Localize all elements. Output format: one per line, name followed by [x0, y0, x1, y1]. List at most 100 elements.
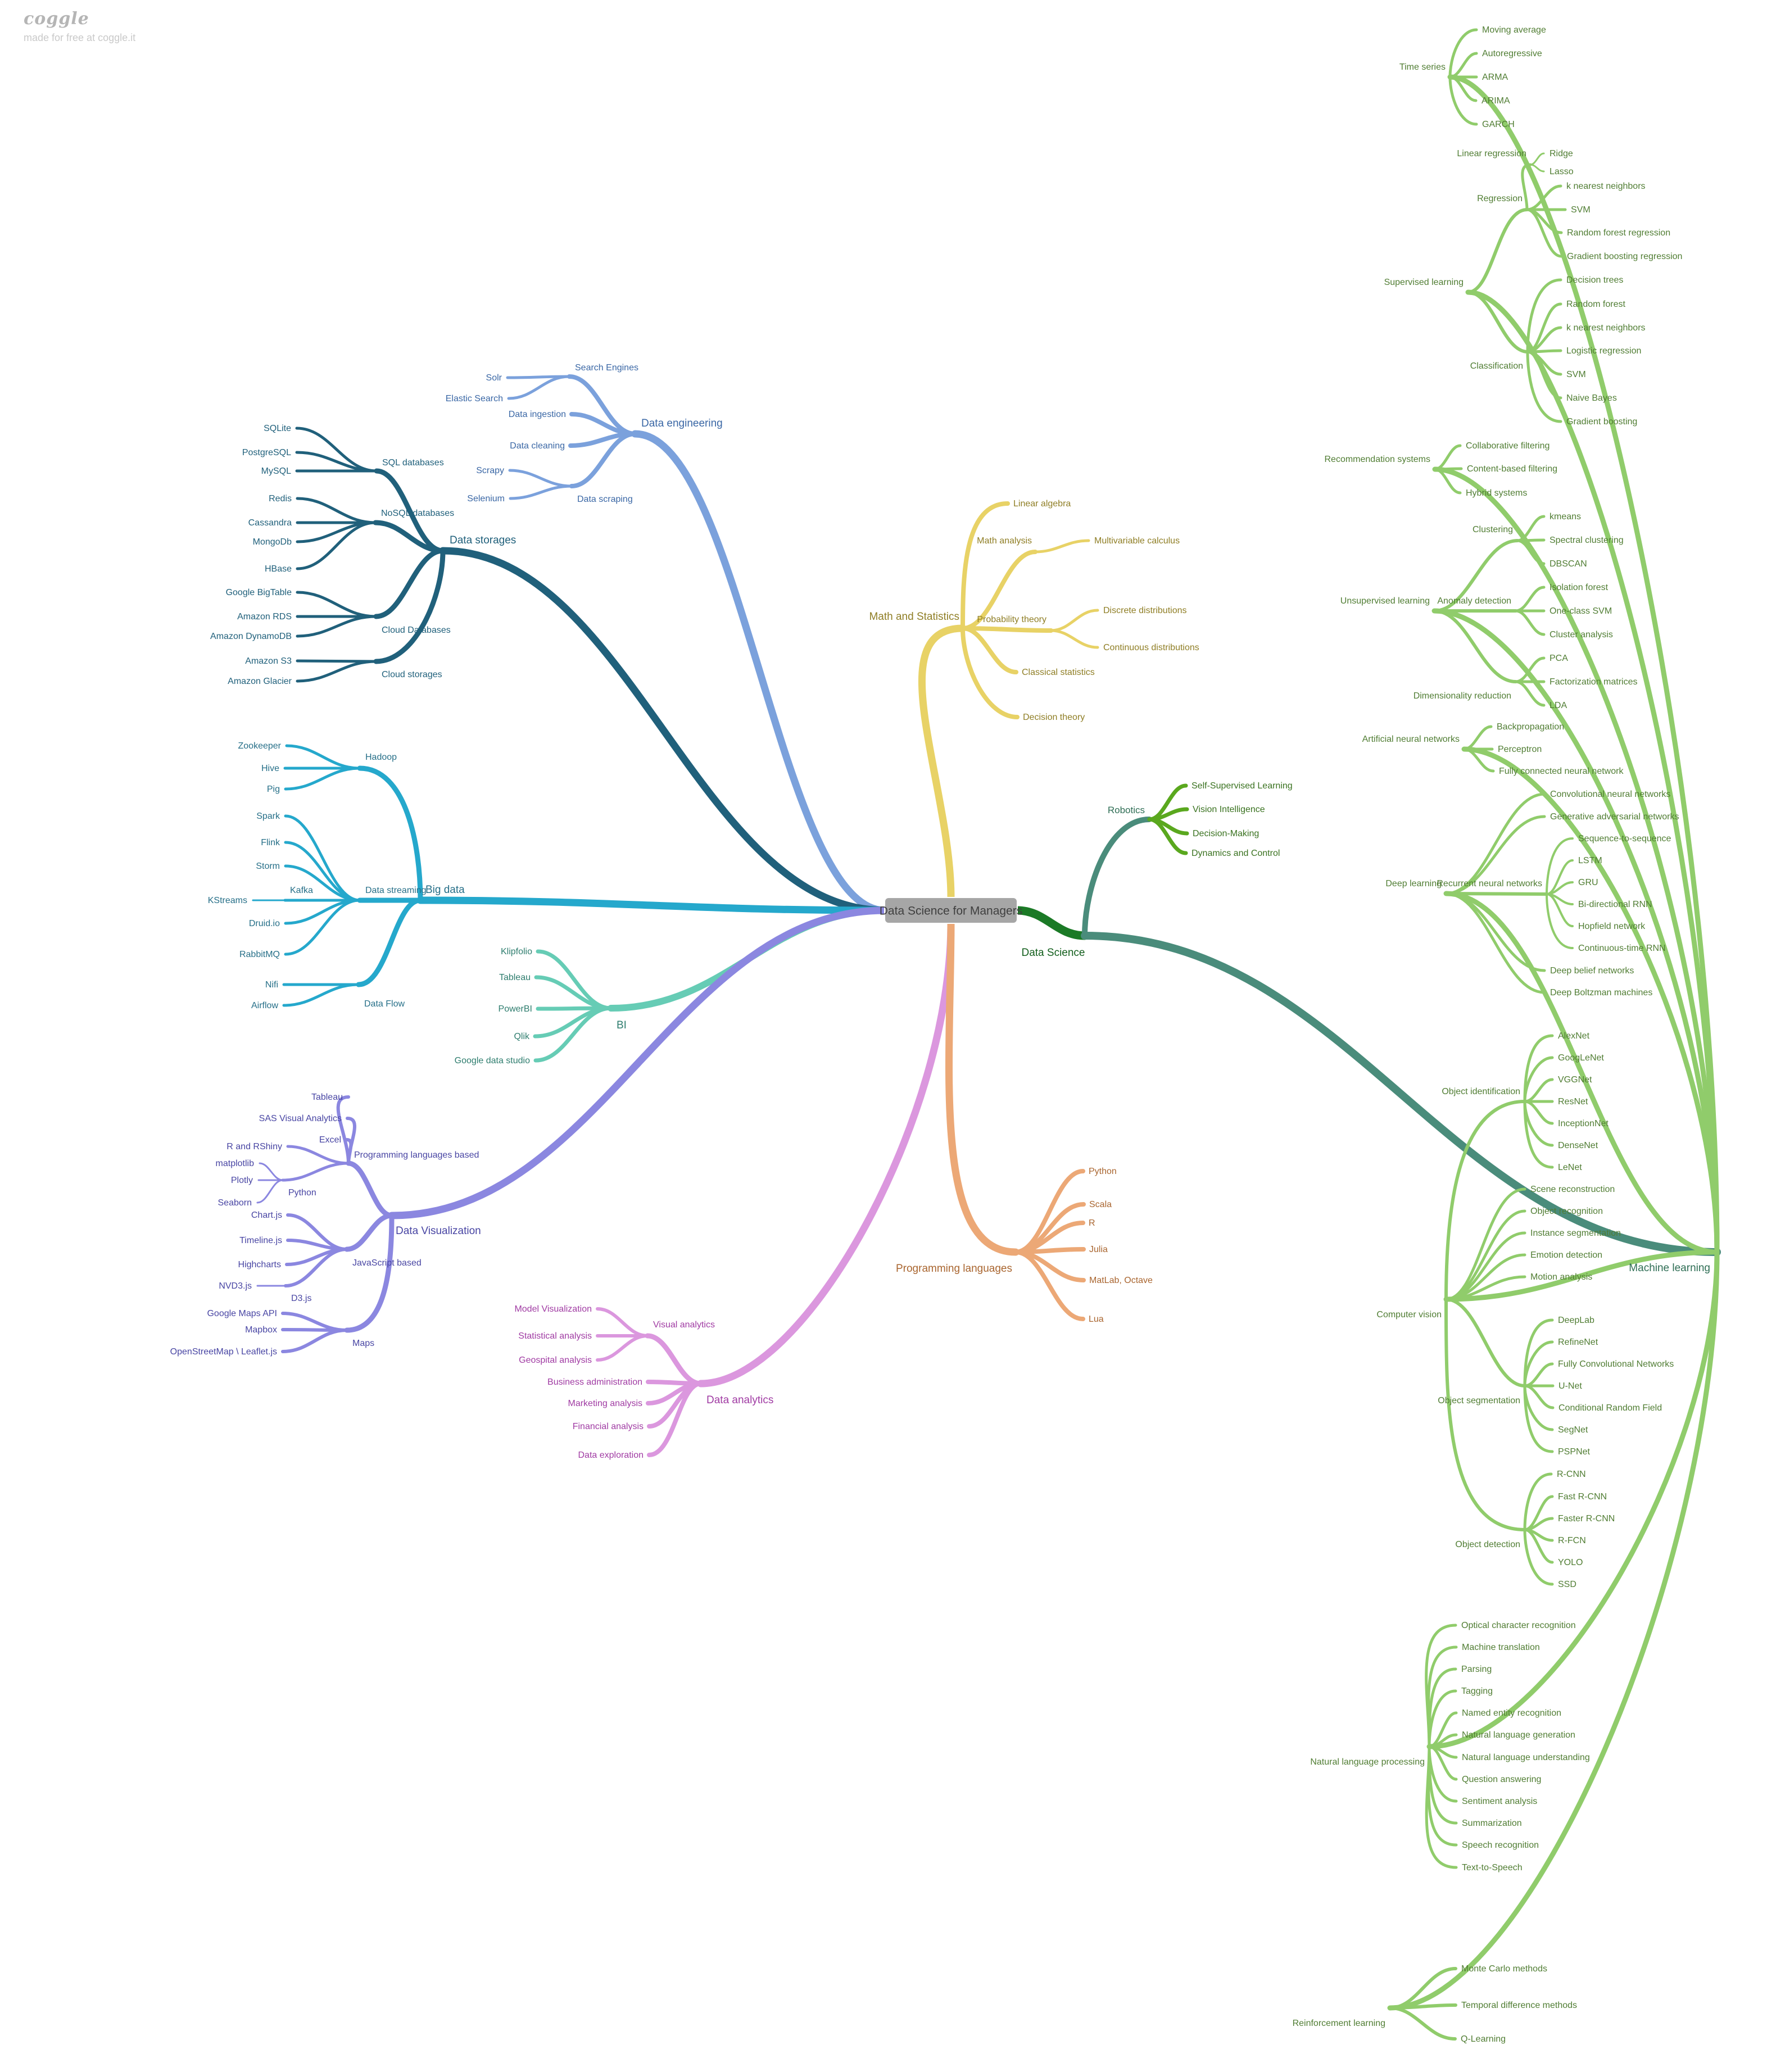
marketing-label[interactable]: Marketing analysis — [568, 1399, 643, 1408]
iso-label[interactable]: Isolation forest — [1550, 583, 1609, 592]
scala-label[interactable]: Scala — [1089, 1200, 1112, 1209]
ssd-label[interactable]: SSD — [1558, 1580, 1576, 1589]
motion-label[interactable]: Motion analysis — [1530, 1272, 1592, 1282]
gds-label[interactable]: Google data studio — [455, 1056, 530, 1066]
ml-label[interactable]: Machine learning — [1629, 1262, 1710, 1274]
objseg-label[interactable]: Object segmentation — [1438, 1396, 1520, 1405]
sqldb-label[interactable]: SQL databases — [382, 458, 444, 468]
densenet-label[interactable]: DenseNet — [1558, 1141, 1598, 1150]
clouddb-label[interactable]: Cloud Databases — [382, 625, 451, 635]
nosql-label[interactable]: NoSQL databases — [381, 509, 454, 518]
geo-label[interactable]: Geospital analysis — [519, 1355, 592, 1365]
solr-label[interactable]: Solr — [486, 373, 502, 383]
glacier-label[interactable]: Amazon Glacier — [228, 677, 292, 686]
hadoop-label[interactable]: Hadoop — [365, 752, 397, 762]
clust-label[interactable]: Clustering — [1473, 525, 1513, 534]
r-label[interactable]: R — [1089, 1218, 1095, 1228]
tts-label[interactable]: Text-to-Speech — [1462, 1863, 1523, 1872]
dclean-label[interactable]: Data cleaning — [510, 441, 565, 451]
scener-label[interactable]: Scene reconstruction — [1530, 1185, 1615, 1194]
py-label[interactable]: Python — [1089, 1167, 1117, 1176]
va-label[interactable]: Visual analytics — [653, 1320, 715, 1330]
arma-label[interactable]: ARMA — [1482, 72, 1508, 82]
gmaps-label[interactable]: Google Maps API — [207, 1309, 277, 1318]
lda-label[interactable]: LDA — [1550, 701, 1567, 710]
root-node-label[interactable]: Data Science for Managers — [880, 904, 1022, 917]
bi-label[interactable]: BI — [617, 1019, 627, 1031]
bigtable-label[interactable]: Google BigTable — [226, 588, 292, 597]
fcn-label[interactable]: Fully Convolutional Networks — [1558, 1359, 1674, 1369]
knn2-label[interactable]: k nearest neighbors — [1566, 323, 1646, 333]
dmk-label[interactable]: Decision-Making — [1193, 829, 1259, 838]
druid-label[interactable]: Druid.io — [249, 919, 280, 928]
factm-label[interactable]: Factorization matrices — [1550, 677, 1638, 687]
dscrap-label[interactable]: Data scraping — [577, 495, 633, 504]
mtrans-label[interactable]: Machine translation — [1462, 1643, 1540, 1652]
dtrees-label[interactable]: Decision trees — [1566, 275, 1623, 285]
rshiny-label[interactable]: R and RShiny — [226, 1142, 282, 1151]
dstor-label[interactable]: Data storages — [450, 534, 516, 546]
hybrid-label[interactable]: Hybrid systems — [1466, 488, 1527, 498]
airflow-label[interactable]: Airflow — [251, 1001, 278, 1010]
nifi-label[interactable]: Nifi — [265, 980, 278, 990]
mapbox-label[interactable]: Mapbox — [245, 1325, 277, 1335]
plb-label[interactable]: Programming languages based — [354, 1150, 479, 1160]
cstat-label[interactable]: Classical statistics — [1022, 668, 1095, 677]
stata-label[interactable]: Statistical analysis — [518, 1331, 592, 1341]
pspnet-label[interactable]: PSPNet — [1558, 1447, 1590, 1457]
tagging-label[interactable]: Tagging — [1461, 1686, 1493, 1696]
matplotlib-label[interactable]: matplotlib — [216, 1159, 255, 1168]
pythondv-label[interactable]: Python — [288, 1188, 316, 1198]
ocr-label[interactable]: Optical character recognition — [1461, 1621, 1576, 1630]
deeplab-label[interactable]: DeepLab — [1558, 1316, 1594, 1325]
postgre-label[interactable]: PostgreSQL — [242, 448, 291, 457]
bd-label[interactable]: Big data — [425, 884, 465, 896]
da-label[interactable]: Data analytics — [706, 1394, 773, 1406]
tableaubi-label[interactable]: Tableau — [499, 973, 531, 982]
excel-label[interactable]: Excel — [319, 1135, 341, 1145]
cassandra-label[interactable]: Cassandra — [248, 518, 292, 528]
qlik-label[interactable]: Qlik — [514, 1032, 530, 1041]
kmeans-label[interactable]: kmeans — [1550, 512, 1581, 522]
powerbi-label[interactable]: PowerBI — [499, 1004, 532, 1014]
segnet-label[interactable]: SegNet — [1558, 1425, 1588, 1435]
birnn-label[interactable]: Bi-directional RNN — [1578, 900, 1652, 909]
unet-label[interactable]: U-Net — [1558, 1381, 1582, 1391]
dctl-label[interactable]: Dynamics and Control — [1191, 849, 1280, 858]
lua-label[interactable]: Lua — [1089, 1314, 1104, 1324]
dv-label[interactable]: Data Visualization — [396, 1225, 481, 1237]
rl-label[interactable]: Reinforcement learning — [1293, 2019, 1385, 2028]
ner-label[interactable]: Named entity recognition — [1462, 1708, 1561, 1718]
garch-label[interactable]: GARCH — [1482, 120, 1515, 129]
refinenet-label[interactable]: RefineNet — [1558, 1337, 1598, 1347]
dtheory-label[interactable]: Decision theory — [1023, 713, 1085, 722]
resnet-label[interactable]: ResNet — [1558, 1097, 1588, 1107]
emotion-label[interactable]: Emotion detection — [1530, 1250, 1602, 1260]
fasterrcnn-label[interactable]: Faster R-CNN — [1558, 1514, 1615, 1524]
plotly-label[interactable]: Plotly — [231, 1176, 253, 1185]
rds-label[interactable]: Amazon RDS — [237, 612, 292, 622]
dbscan-label[interactable]: DBSCAN — [1550, 559, 1587, 569]
svm1-label[interactable]: SVM — [1571, 205, 1591, 215]
instseg-label[interactable]: Instance segmentation — [1530, 1228, 1621, 1238]
mongo-label[interactable]: MongoDb — [253, 537, 292, 547]
ms-label[interactable]: Math and Statistics — [869, 611, 959, 623]
kafka-label[interactable]: Kafka — [290, 886, 313, 895]
dstream-label[interactable]: Data streaming — [365, 886, 427, 895]
nbayes-label[interactable]: Naive Bayes — [1566, 393, 1617, 403]
summar-label[interactable]: Summarization — [1462, 1819, 1522, 1828]
timelinejs-label[interactable]: Timeline.js — [239, 1236, 282, 1245]
clf-label[interactable]: Classification — [1470, 361, 1523, 371]
mc-label[interactable]: Monte Carlo methods — [1461, 1964, 1547, 1974]
seaborn-label[interactable]: Seaborn — [218, 1198, 252, 1208]
julia-label[interactable]: Julia — [1089, 1245, 1108, 1254]
dsci-label[interactable]: Data Science — [1021, 947, 1085, 959]
rabbit-label[interactable]: RabbitMQ — [239, 950, 280, 959]
logreg-label[interactable]: Logistic regression — [1566, 346, 1641, 356]
nlu-label[interactable]: Natural language understanding — [1462, 1753, 1590, 1762]
disc-label[interactable]: Discrete distributions — [1103, 606, 1187, 615]
matlab-label[interactable]: MatLab, Octave — [1089, 1276, 1153, 1285]
gan-label[interactable]: Generative adversarial networks — [1550, 812, 1679, 822]
parsing-label[interactable]: Parsing — [1461, 1665, 1492, 1674]
lstm-label[interactable]: LSTM — [1578, 856, 1602, 865]
